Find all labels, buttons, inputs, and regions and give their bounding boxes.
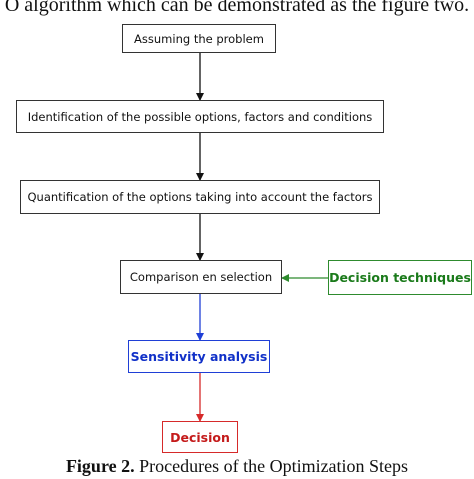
caption-label: Figure 2. <box>65 456 135 476</box>
intro-text: O algorithm which can be demonstrated as… <box>4 0 470 16</box>
node-decision: Decision <box>162 421 238 453</box>
node-decision-techniques: Decision techniques <box>328 260 472 295</box>
figure-caption: Figure 2. Procedures of the Optimization… <box>0 456 474 477</box>
node-identify: Identification of the possible options, … <box>16 100 384 133</box>
node-assume: Assuming the problem <box>122 24 276 53</box>
node-quantify: Quantification of the options taking int… <box>20 180 380 214</box>
caption-text: Procedures of the Optimization Steps <box>134 456 409 476</box>
node-sensitivity: Sensitivity analysis <box>128 340 270 373</box>
node-compare: Comparison en selection <box>120 260 282 294</box>
